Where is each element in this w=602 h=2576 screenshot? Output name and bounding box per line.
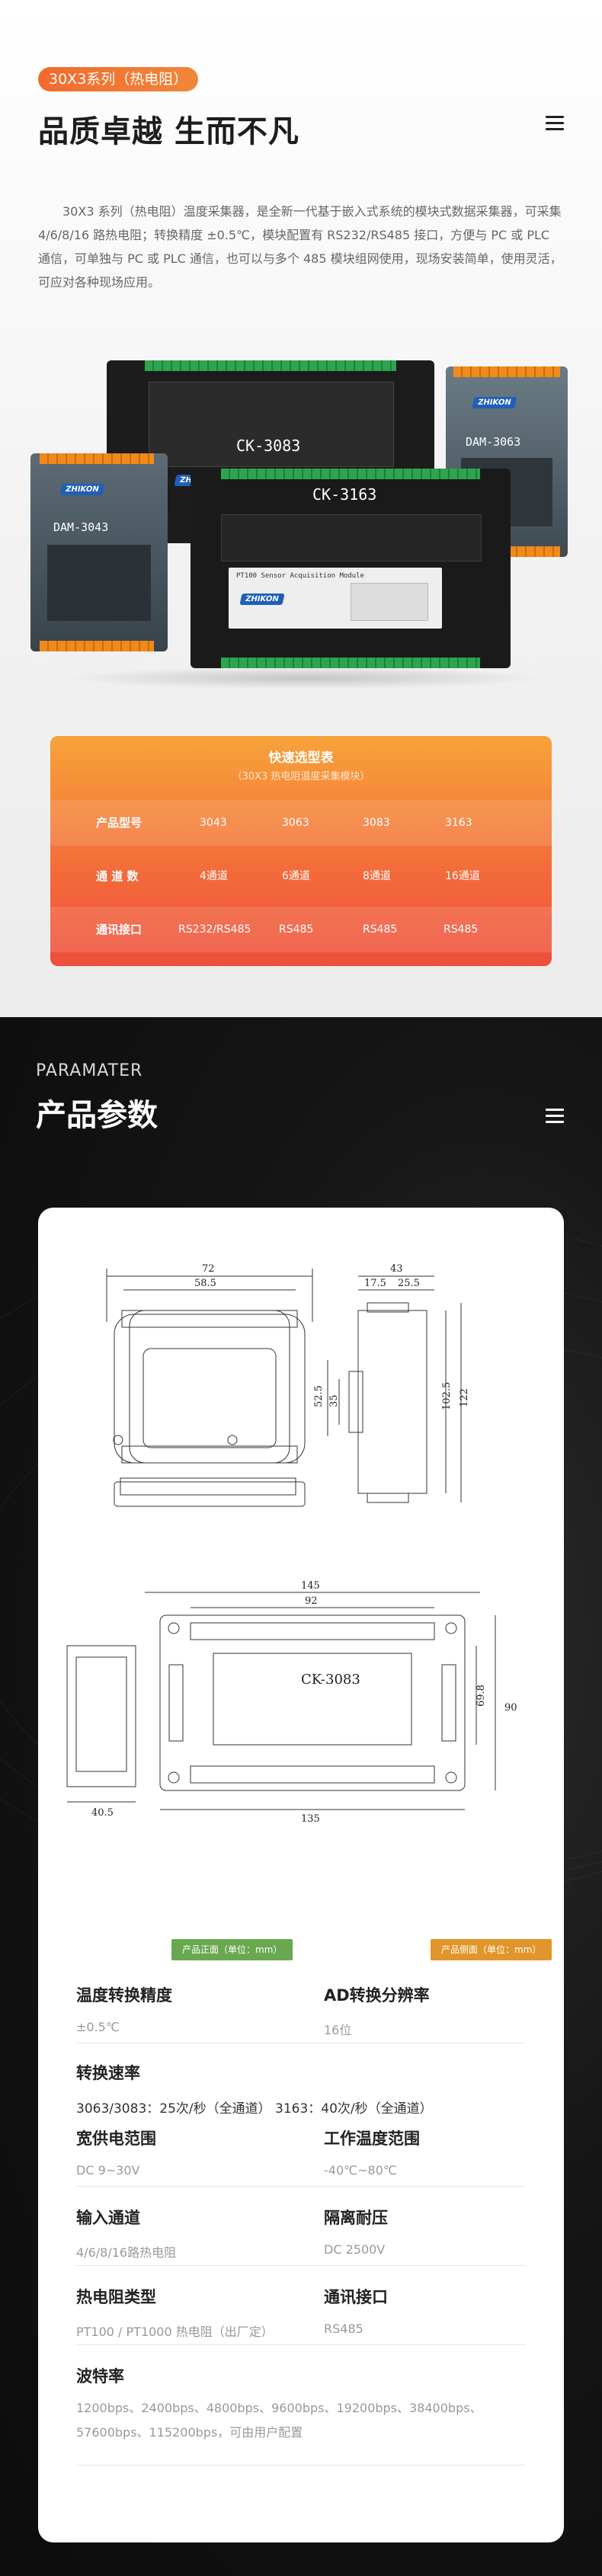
table-cell: 3043	[200, 817, 227, 829]
dam3043-label: DAM-3043	[53, 520, 109, 534]
spec-label: 温度转换精度	[76, 1986, 172, 2005]
brand-logo-front: ZHIKON	[239, 594, 285, 605]
series-tag: 30X3系列（热电阻）	[38, 67, 199, 91]
front-view-label: 产品正面（单位：mm）	[171, 1939, 293, 1960]
dim-ck-h2: 69.8	[476, 1685, 487, 1707]
section-title: 产品参数	[36, 1098, 158, 1133]
spec-label: 转换速率	[76, 2064, 140, 2082]
table-row: 通讯接口 RS232/RS485 RS485 RS485 RS485	[50, 907, 552, 952]
spec-value: 3063/3083：25次/秒（全通道） 3163：40次/秒（全通道）	[76, 2101, 433, 2117]
intro-paragraph: 30X3 系列（热电阻）温度采集器，是全新一代基于嵌入式系统的模块式数据采集器，…	[38, 204, 562, 290]
menu-icon[interactable]	[546, 1109, 564, 1124]
parameter-section: PARAMATER 产品参数	[0, 1017, 602, 2576]
spec-label: 工作温度范围	[324, 2130, 420, 2148]
spec-value: DC 9~30V	[76, 2163, 140, 2178]
dim-ck-w3: 135	[301, 1813, 320, 1825]
table-cell: 16通道	[445, 870, 480, 882]
ck3163-label: CK-3163	[312, 485, 377, 504]
table-cell: 3163	[445, 817, 472, 829]
table-cell: 3063	[282, 817, 309, 829]
dim-side-w3: 25.5	[398, 1278, 420, 1289]
table-cell: RS485	[363, 923, 398, 936]
spec-baud: 波特率 1200bps、2400bps、4800bps、9600bps、1920…	[76, 2364, 482, 2445]
dim-ck-w1: 145	[301, 1580, 320, 1592]
parameter-card: 72 58.5 43 17.5 25.5 102.5 122 52.5 35 1…	[38, 1208, 564, 2542]
dim-ck-side-w: 40.5	[91, 1807, 114, 1819]
brand-logo-small: ZHIKON	[472, 397, 517, 408]
product-image: CK-3083 ZHIKON ZHIKON DAM-3063 ZHIKON DA…	[30, 339, 572, 697]
table-cell: RS232/RS485	[178, 923, 251, 936]
spec-value: -40℃~80℃	[324, 2163, 397, 2178]
dim-front-w1: 72	[202, 1263, 215, 1275]
row-head: 产品型号	[96, 816, 142, 830]
spec-label: 宽供电范围	[76, 2130, 156, 2148]
table-cell: 8通道	[363, 870, 391, 882]
row-head: 通 道 数	[96, 869, 139, 883]
divider	[76, 2344, 526, 2345]
ck-model-label: CK-3083	[301, 1672, 360, 1688]
dim-side-w1: 43	[390, 1263, 403, 1275]
row-head: 通讯接口	[96, 923, 142, 936]
spec-label: 隔离耐压	[324, 2209, 388, 2227]
spec-power: 宽供电范围 DC 9~30V	[76, 2126, 156, 2178]
dim-side-h4: 35	[328, 1394, 340, 1407]
section-title-en: PARAMATER	[36, 1061, 143, 1080]
page-title: 品质卓越 生而不凡	[38, 114, 299, 149]
selection-title: 快速选型表	[268, 750, 334, 766]
selection-subtitle: （30X3 热电阻温度采集模块）	[232, 771, 370, 782]
intro-section: 30X3系列（热电阻） 品质卓越 生而不凡 30X3 系列（热电阻）温度采集器，…	[0, 0, 602, 1017]
spec-rtd-type: 热电阻类型 PT100 / PT1000 热电阻（出厂定）	[76, 2285, 274, 2340]
divider	[76, 2465, 526, 2466]
spec-label: 通讯接口	[324, 2288, 388, 2306]
table-cell: 4通道	[200, 870, 228, 882]
spec-accuracy: 温度转换精度 ±0.5℃	[76, 1983, 172, 2034]
spec-value: ±0.5℃	[76, 2020, 120, 2034]
spec-speed: 转换速率 3063/3083：25次/秒（全通道） 3163：40次/秒（全通道…	[76, 2061, 433, 2117]
table-cell: RS485	[279, 923, 314, 936]
spec-value: 57600bps、115200bps，可由用户配置	[76, 2425, 303, 2440]
dim-side-h1: 102.5	[441, 1382, 453, 1410]
dim-front-w2: 58.5	[194, 1278, 216, 1289]
spec-label: 热电阻类型	[76, 2288, 156, 2306]
table-cell: 3083	[363, 817, 390, 829]
dim-ck-w2: 92	[305, 1595, 318, 1607]
spec-value: RS485	[324, 2322, 363, 2336]
spec-label: 输入通道	[76, 2209, 140, 2227]
spec-value: 16位	[324, 2023, 352, 2037]
spec-value: DC 2500V	[324, 2242, 386, 2257]
spec-resolution: AD转换分辨率 16位	[324, 1983, 430, 2038]
brand-logo-left: ZHIKON	[59, 484, 105, 495]
dam3063-label: DAM-3063	[466, 435, 521, 449]
module-caption: PT100 Sensor Acquisition Module	[236, 572, 364, 580]
table-row: 通 道 数 4通道 6通道 8通道 16通道	[50, 853, 552, 899]
divider	[76, 2186, 526, 2187]
table-row: 产品型号 3043 3063 3083 3163	[50, 800, 552, 846]
dam3043-device: ZHIKON DAM-3043	[30, 453, 168, 651]
spec-value: PT100 / PT1000 热电阻（出厂定）	[76, 2325, 274, 2339]
ck3083-label: CK-3083	[236, 437, 301, 455]
dim-ck-h1: 90	[504, 1702, 517, 1714]
spec-temperature: 工作温度范围 -40℃~80℃	[324, 2126, 420, 2178]
spec-value: 4/6/8/16路热电阻	[76, 2245, 177, 2260]
spec-value: 1200bps、2400bps、4800bps、9600bps、19200bps…	[76, 2401, 482, 2415]
dimension-drawing: 72 58.5 43 17.5 25.5 102.5 122 52.5 35 1…	[66, 1263, 517, 1825]
spec-input: 输入通道 4/6/8/16路热电阻	[76, 2206, 176, 2261]
divider	[76, 2265, 526, 2266]
table-cell: RS485	[443, 923, 479, 936]
selection-table: 快速选型表 （30X3 热电阻温度采集模块） 产品型号 3043 3063 30…	[50, 736, 552, 966]
spec-label: 波特率	[76, 2367, 124, 2386]
dim-side-h2: 122	[459, 1388, 470, 1407]
dim-side-h3: 52.5	[313, 1385, 325, 1407]
side-view-label: 产品侧面（单位：mm）	[431, 1939, 552, 1960]
spec-comm: 通讯接口 RS485	[324, 2285, 388, 2336]
spec-isolation: 隔离耐压 DC 2500V	[324, 2206, 388, 2257]
table-cell: 6通道	[282, 870, 310, 882]
dim-side-w2: 17.5	[364, 1278, 386, 1289]
ck3163-device: CK-3163 PT100 Sensor Acquisition Module …	[191, 469, 511, 668]
spec-label: AD转换分辨率	[324, 1986, 430, 2005]
menu-icon[interactable]	[546, 116, 564, 131]
